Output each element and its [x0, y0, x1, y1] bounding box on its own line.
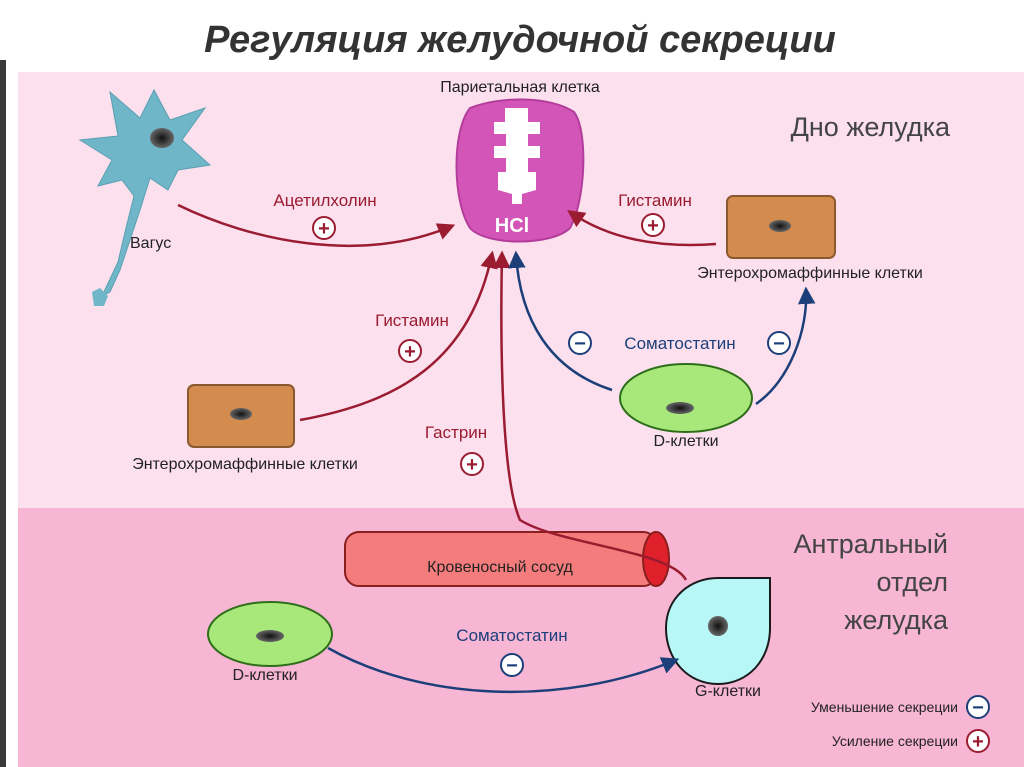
somatostatin-bottom-label: Соматостатин [456, 626, 567, 645]
ecl-left-nucleus [230, 408, 252, 420]
page-title: Регуляция желудочной секреции [204, 19, 836, 61]
d-cells-bottom-label: D-клетки [232, 667, 297, 684]
antrum-label-line2: отдел [876, 567, 948, 597]
plus-histamine-left: + [398, 339, 422, 363]
legend-minus-icon: − [966, 695, 990, 719]
ecl-left-label: Энтерохромаффинные клетки [132, 456, 358, 473]
arrow-histamine-left [299, 250, 498, 422]
legend-decrease-label: Уменьшение секреции [811, 699, 958, 715]
ecl-right-label: Энтерохромаффинные клетки [697, 265, 923, 282]
arrow-gastrin [492, 250, 688, 581]
plus-gastrin: + [460, 452, 484, 476]
arrow-somatostatin-ecl [755, 286, 816, 406]
arrow-histamine-right [567, 209, 717, 247]
histamine-right-label: Гистамин [618, 191, 692, 210]
vagus-nucleus [150, 128, 174, 148]
svg-text:+: + [647, 215, 659, 237]
gastrin-label: Гастрин [425, 423, 487, 442]
parietal-cell-label: Париетальная клетка [440, 79, 600, 96]
svg-text:−: − [773, 333, 785, 355]
arrow-somatostatin-gcell [327, 646, 680, 694]
d-cell-bottom-nucleus [256, 630, 284, 642]
svg-text:+: + [466, 454, 478, 476]
minus-somatostatin-right: − [767, 331, 791, 355]
vagus-neuron [78, 88, 212, 298]
hcl-label: HCl [495, 215, 529, 237]
d-cells-top-label: D-клетки [653, 433, 718, 450]
d-cell-top [619, 363, 753, 433]
d-cell-top-nucleus [666, 402, 694, 414]
g-cell-nucleus [708, 616, 728, 636]
somatostatin-top-label: Соматостатин [624, 334, 735, 353]
minus-somatostatin-bottom: − [500, 653, 524, 677]
antrum-label-line3: желудка [844, 605, 949, 635]
histamine-left-label: Гистамин [375, 311, 449, 330]
antrum-label-line1: Антральный [793, 529, 948, 559]
svg-text:+: + [318, 218, 330, 240]
svg-text:−: − [506, 655, 518, 677]
parietal-canaliculi [494, 108, 540, 204]
left-border [0, 60, 6, 767]
svg-text:−: − [574, 333, 586, 355]
minus-somatostatin-left: − [568, 331, 592, 355]
legend-increase-label: Усиление секреции [832, 733, 958, 749]
plus-acetylcholine: + [312, 216, 336, 240]
blood-vessel-label: Кровеносный сосуд [427, 559, 573, 576]
arrow-somatostatin-parietal [508, 250, 613, 392]
svg-text:−: − [972, 697, 984, 719]
acetylcholine-label: Ацетилхолин [273, 191, 376, 210]
vagus-label: Вагус [130, 235, 171, 252]
vagus-terminal [92, 288, 108, 306]
g-cells-label: G-клетки [695, 683, 761, 700]
svg-text:+: + [404, 341, 416, 363]
ecl-right-nucleus [769, 220, 791, 232]
fundus-label: Дно желудка [791, 112, 951, 142]
svg-text:+: + [972, 731, 984, 753]
legend-plus-icon: + [966, 729, 990, 753]
blood-vessel-opening [642, 531, 670, 587]
plus-histamine-right: + [641, 213, 665, 237]
arrow-acetylcholine [177, 203, 456, 247]
